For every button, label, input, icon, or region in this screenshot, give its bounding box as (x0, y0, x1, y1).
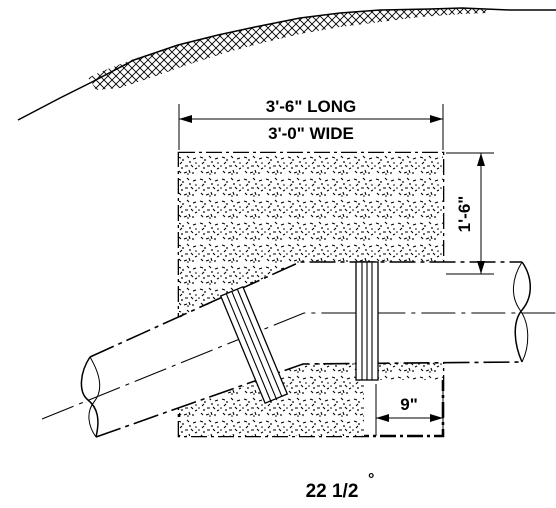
earth-fill (88, 8, 488, 83)
pipe-upper-edge (89, 261, 522, 358)
pipe-break-right (514, 261, 531, 363)
concrete-lower-fill (179, 362, 443, 436)
pipe-lower-edge (95, 361, 523, 438)
length-label: 3'-6" LONG (266, 97, 357, 116)
concrete-upper-fill (179, 153, 443, 318)
offset-label: 9" (400, 395, 418, 414)
pipe-joints (219, 261, 379, 405)
bend-angle-caption: 22 1/2 ° (306, 471, 375, 502)
degree-symbol: ° (368, 471, 374, 488)
depth-dimension: 1'-6" (446, 152, 494, 275)
top-dimension: 3'-6" LONG 3'-0" WIDE (178, 97, 444, 150)
joint-right (355, 261, 379, 381)
pipe-bend (41, 153, 556, 438)
width-label: 3'-0" WIDE (268, 124, 354, 143)
joint-left (219, 285, 289, 405)
pipe-centerline (41, 312, 556, 420)
ground-line (17, 7, 556, 121)
angle-label: 22 1/2 (306, 481, 359, 502)
earth-band (92, 10, 488, 90)
ground-surface (17, 7, 556, 121)
pipe-break-right-inner (513, 261, 529, 363)
pipe-break-left-inner (88, 356, 101, 438)
offset-dimension: 9" (375, 384, 444, 436)
pipe-break-left (80, 356, 99, 438)
depth-label: 1'-6" (455, 196, 474, 233)
